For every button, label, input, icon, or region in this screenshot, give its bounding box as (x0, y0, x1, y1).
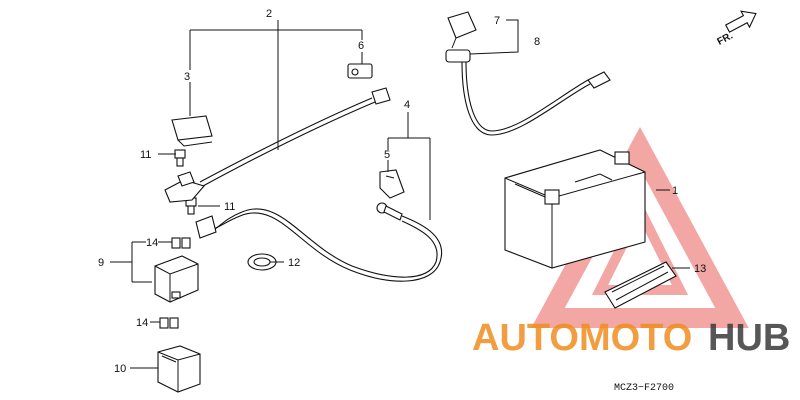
starter-cable-end (195, 215, 217, 239)
fuse-lower (159, 317, 179, 329)
battery (504, 149, 646, 269)
relay-cover (157, 345, 201, 393)
callout-1: 1 (672, 185, 678, 197)
bolt-upper (174, 149, 186, 167)
watermark-text-primary: AUTOMOTO (472, 317, 692, 359)
cable-clamp (247, 253, 277, 271)
watermark-text-secondary: HUB (708, 317, 790, 359)
callout-8: 8 (534, 36, 540, 48)
front-direction-arrow (725, 10, 757, 33)
terminal-cover (445, 11, 477, 63)
callout-9: 9 (98, 257, 104, 269)
starter-relay (154, 255, 199, 303)
battery-negative-cable (461, 61, 591, 136)
positive-cable-terminal (347, 63, 373, 79)
callout-11-lower: 11 (224, 201, 235, 213)
callout-2: 2 (266, 8, 272, 20)
positive-cable-end (371, 87, 391, 105)
callout-7: 7 (494, 15, 500, 27)
battery-strap (604, 261, 677, 309)
cable-junction (164, 171, 205, 203)
negative-cable-terminal (587, 71, 611, 89)
leader-lines (110, 19, 690, 369)
positive-cable (199, 97, 373, 183)
callout-12: 12 (288, 257, 300, 269)
terminal-boot (171, 115, 213, 147)
callout-3: 3 (184, 71, 190, 83)
callout-14-lower: 14 (136, 317, 148, 329)
callout-6: 6 (358, 40, 364, 52)
callout-11-upper: 11 (140, 149, 151, 161)
callout-14-upper: 14 (146, 237, 158, 249)
callout-10: 10 (114, 363, 126, 375)
callout-5: 5 (384, 149, 390, 161)
starter-cable (207, 212, 443, 282)
fuse-upper (171, 237, 191, 249)
ring-terminal (376, 202, 403, 221)
callout-4: 4 (404, 99, 410, 111)
watermark: AUTOMOTO HUB (472, 317, 790, 359)
front-direction-label: FR. (716, 30, 736, 47)
diagram-code: MCZ3−F2700 (614, 383, 674, 394)
callout-13: 13 (694, 263, 706, 275)
cable-boot (379, 169, 405, 199)
